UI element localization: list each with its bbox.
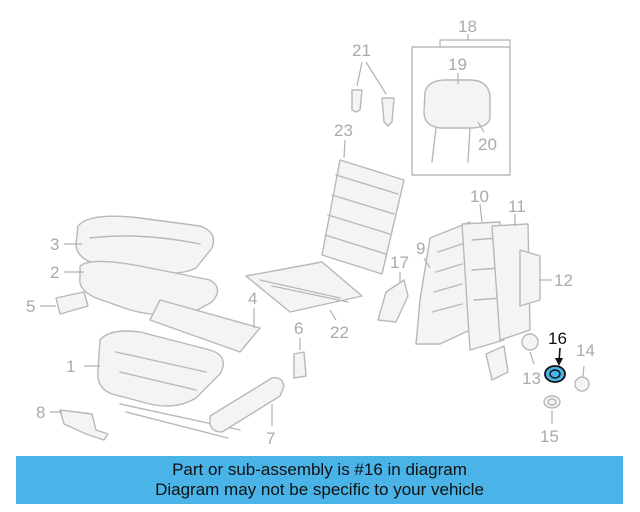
banner-line-2: Diagram may not be specific to your vehi… xyxy=(155,480,484,499)
callout-2: 2 xyxy=(50,263,59,282)
callout-10: 10 xyxy=(470,187,489,206)
callout-5: 5 xyxy=(26,297,35,316)
callout-19: 19 xyxy=(448,55,467,74)
callout-18: 18 xyxy=(458,17,477,36)
cap[interactable] xyxy=(574,365,590,392)
callout-22: 22 xyxy=(330,323,349,342)
callout-23: 23 xyxy=(334,121,353,140)
callout-20: 20 xyxy=(478,135,497,154)
callout-14: 14 xyxy=(576,341,595,360)
recliner-knob[interactable] xyxy=(521,333,539,365)
seat-pan[interactable] xyxy=(149,299,261,353)
recliner-hinge xyxy=(485,345,509,381)
callout-8: 8 xyxy=(36,403,45,422)
side-bracket[interactable] xyxy=(377,272,409,323)
washer[interactable] xyxy=(543,395,561,424)
info-banner: Part or sub-assembly is #16 in diagram D… xyxy=(16,456,623,504)
callout-17: 17 xyxy=(390,253,409,272)
callout-21: 21 xyxy=(352,41,371,60)
seat-board[interactable] xyxy=(245,261,363,321)
recliner-bracket[interactable] xyxy=(293,338,307,379)
callout-12: 12 xyxy=(554,271,573,290)
highlighted-part-16[interactable] xyxy=(544,347,566,383)
side-cover[interactable] xyxy=(209,376,285,433)
headrest-guides[interactable] xyxy=(351,61,395,127)
callout-6: 6 xyxy=(294,319,303,338)
callout-3: 3 xyxy=(50,235,59,254)
callout-16: 16 xyxy=(548,329,567,348)
callout-9: 9 xyxy=(416,239,425,258)
seat-cushion-pad[interactable] xyxy=(79,260,219,317)
callout-11: 11 xyxy=(508,197,526,216)
callout-4: 4 xyxy=(248,289,257,308)
headrest[interactable] xyxy=(423,73,491,163)
left-leaders xyxy=(40,243,431,413)
back-board[interactable] xyxy=(519,249,552,307)
callout-1: 1 xyxy=(66,357,75,376)
track-bracket[interactable] xyxy=(59,409,109,441)
seat-cushion-cover[interactable] xyxy=(75,215,215,275)
callout-7: 7 xyxy=(266,429,275,448)
back-frame[interactable] xyxy=(415,221,471,345)
banner-line-1: Part or sub-assembly is #16 in diagram xyxy=(172,460,467,479)
seat-parts-diagram: 1 2 3 4 5 6 7 8 9 10 11 12 13 14 15 16 1… xyxy=(26,17,595,448)
headrest-group-box xyxy=(411,34,511,176)
callout-15: 15 xyxy=(540,427,559,446)
back-panel[interactable] xyxy=(321,139,405,275)
side-trim[interactable] xyxy=(55,291,89,315)
callout-13: 13 xyxy=(522,369,541,388)
